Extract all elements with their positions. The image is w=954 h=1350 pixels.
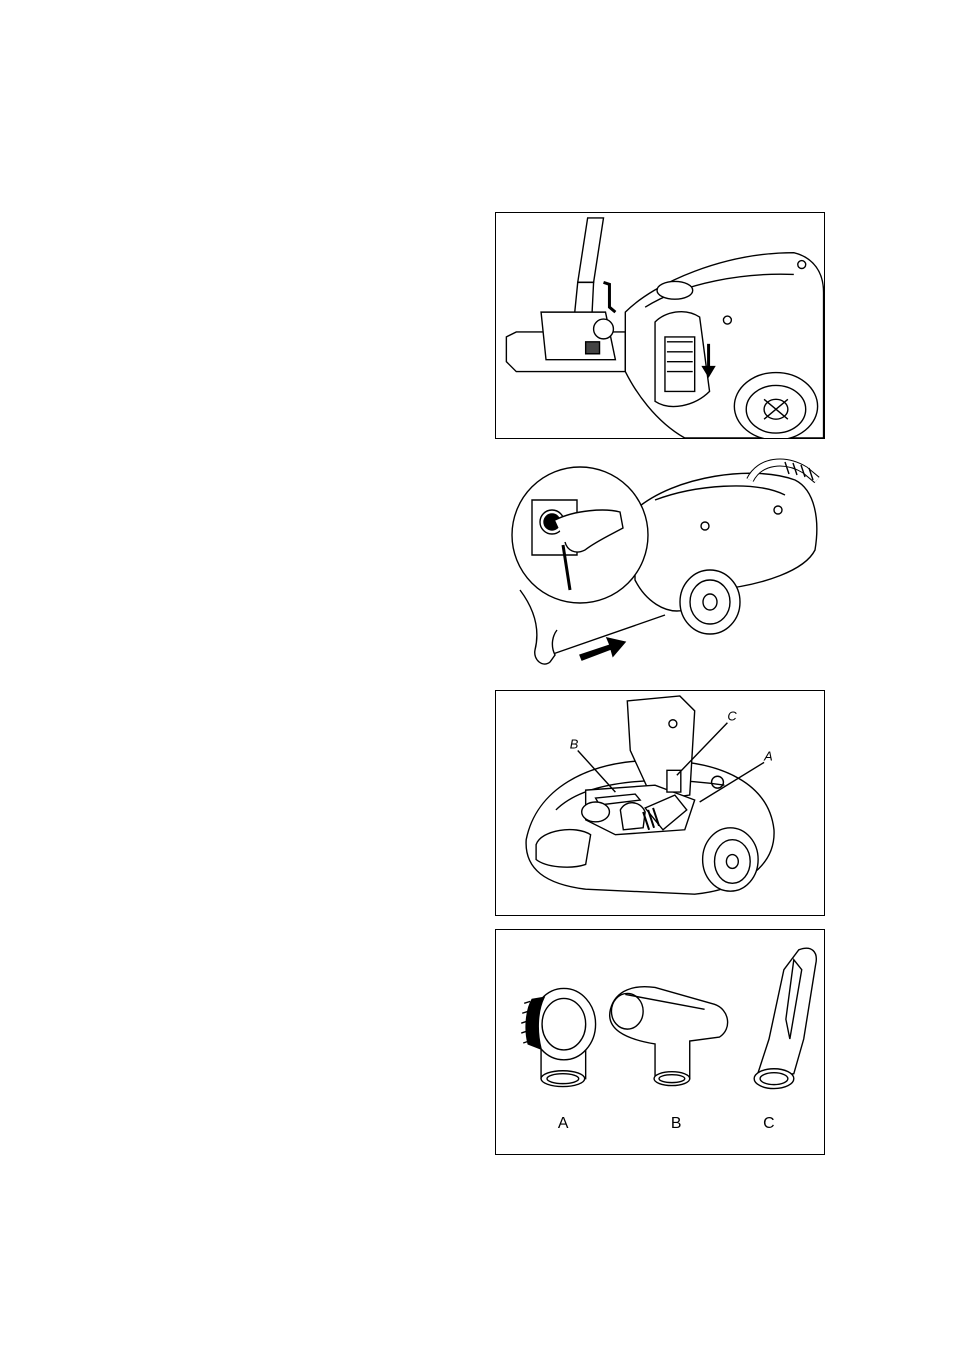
figure-parking-nozzle bbox=[495, 212, 825, 439]
upholstery-nozzle-icon bbox=[610, 987, 728, 1086]
label-c: C bbox=[727, 709, 737, 724]
label-b: B bbox=[570, 736, 579, 751]
caption-c: C bbox=[763, 1115, 774, 1132]
label-a: A bbox=[763, 748, 773, 763]
vacuum-cleaner-parking-nozzle-icon bbox=[496, 213, 824, 438]
figure-unplug-cord bbox=[495, 450, 825, 680]
caption-b: B bbox=[671, 1115, 682, 1132]
figure-accessory-storage: B C A bbox=[495, 690, 825, 916]
crevice-tool-icon bbox=[754, 948, 816, 1088]
dusting-brush-icon bbox=[521, 988, 595, 1086]
vacuum-accessories-icon: A B C bbox=[496, 930, 824, 1154]
vacuum-cleaner-accessory-storage-icon: B C A bbox=[496, 691, 824, 915]
figure-accessories: A B C bbox=[495, 929, 825, 1155]
vacuum-cleaner-unplug-icon bbox=[495, 450, 825, 680]
caption-a: A bbox=[558, 1115, 569, 1132]
